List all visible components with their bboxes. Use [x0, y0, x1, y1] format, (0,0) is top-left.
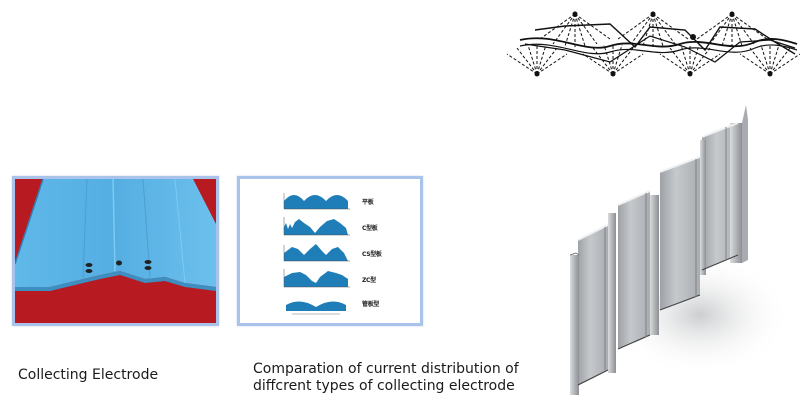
chart-row-label: 平板	[362, 199, 374, 206]
distribution-plot	[286, 301, 346, 315]
distribution-plot	[283, 217, 350, 236]
chart-caption-line-1: Comparation of current distribution of	[253, 361, 519, 377]
chart-row: C型板	[282, 213, 418, 239]
current-distribution-charts: 平板 C型板 CS型板 ZC	[282, 187, 418, 319]
distribution-plot	[283, 269, 350, 288]
chart-row-label: ZC型	[362, 277, 376, 284]
distribution-plot	[283, 193, 350, 210]
collecting-electrode-photo-frame	[12, 176, 219, 326]
distribution-plot	[283, 244, 350, 262]
electrode-3d-render	[560, 95, 790, 400]
discharge-pattern-diagram	[505, 2, 800, 80]
collecting-electrode-photo	[15, 179, 216, 323]
chart-row-label: CS型板	[362, 251, 382, 258]
current-distribution-chart-frame: 平板 C型板 CS型板 ZC	[237, 176, 423, 326]
chart-row: 管板型	[282, 291, 418, 317]
chart-row: ZC型	[282, 265, 418, 291]
chart-row: 平板	[282, 187, 418, 213]
chart-row-label: C型板	[362, 225, 378, 232]
collecting-electrode-caption: Collecting Electrode	[18, 367, 159, 383]
chart-caption-line-2: diffcrent types of collecting electrode	[253, 378, 515, 394]
stepped-electrode-profile	[569, 105, 790, 395]
chart-row: CS型板	[282, 239, 418, 265]
discharge-fan-drawing	[506, 11, 800, 77]
chart-row-label: 管板型	[362, 301, 380, 308]
